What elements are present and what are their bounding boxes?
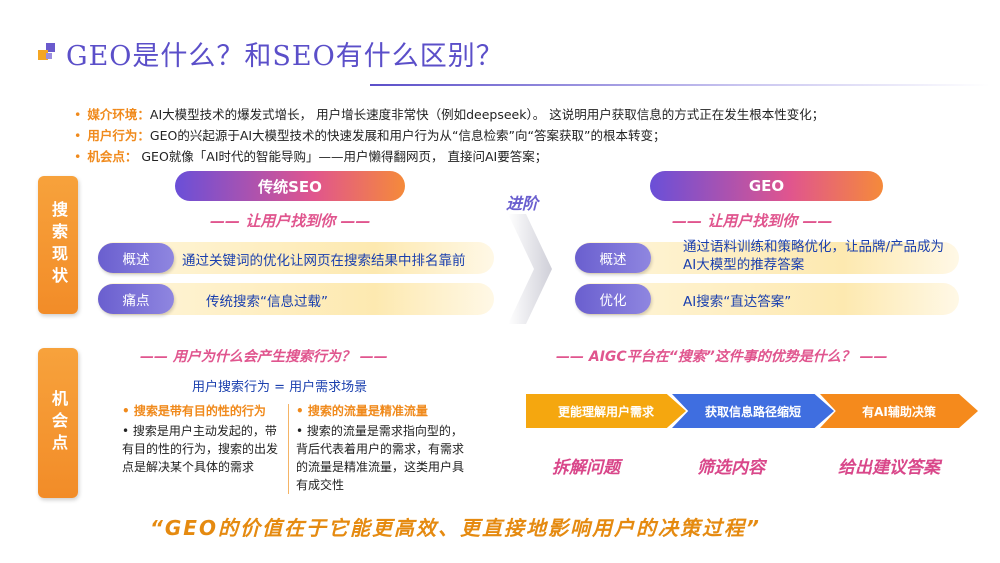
side-label-search-status: 搜索现状 [38,176,78,314]
seo-header: 传统SEO [175,171,405,201]
bullet-key: 机会点： [87,149,138,164]
right-column-title: • 搜索的流量是精准流量 [296,404,428,418]
page-title: GEO是什么？和SEO有什么区别？ [66,41,504,72]
aigc-advantage-question: —— AIGC平台在“搜索”这件事的优势是什么？ —— [556,349,888,365]
intro-bullets: • 媒介环境：AI大模型技术的爆发式增长， 用户增长速度非常快（例如deepsee… [74,104,974,167]
left-column-title: • 搜索是带有目的性的行为 [122,404,266,418]
bullet-opportunity: • 机会点： GEO就像「AI时代的智能导购」——用户懒得翻网页， 直接问AI要答… [74,146,974,167]
geo-tag-optimize: 优化 [575,284,651,314]
bullet-dot-icon: • [74,128,82,143]
search-equation: 用户搜索行为 = 用户需求场景 [192,380,368,395]
geo-header: GEO [650,171,883,201]
right-column-body: • 搜索的流量是需求指向型的，背后代表着用户的需求，有需求的流量是精准流量，这类… [296,424,465,492]
bullet-media: • 媒介环境：AI大模型技术的爆发式增长， 用户增长速度非常快（例如deepsee… [74,104,974,125]
bullet-dot-icon: • [74,107,82,122]
geo-subhead: —— 让用户找到你 —— [672,212,833,230]
flow-step-ai-decision: 有AI辅助决策 [820,394,978,428]
side-label-opportunity: 机会点 [38,348,78,498]
bullet-key: 媒介环境： [87,107,150,122]
geo-tag-overview: 概述 [575,243,651,273]
closing-quote: “GEO的价值在于它能更高效、更直接地影响用户的决策过程” [150,516,761,540]
advance-arrow-icon [508,214,552,324]
flow-step-shorter-path: 获取信息路径缩短 [672,394,834,428]
seo-text-overview: 通过关键词的优化让网页在搜索结果中排名靠前 [182,253,466,269]
geo-text-optimize: AI搜索“直达答案” [683,294,792,310]
bullet-key: 用户行为： [87,128,150,143]
geo-text-overview: 通过语料训练和策略优化，让品牌/产品成为AI大模型的推荐答案 [683,239,945,273]
seo-tag-overview: 概述 [98,243,174,273]
logo-square-orange [38,50,48,60]
bullet-text: GEO的兴起源于AI大模型技术的快速发展和用户行为从“信息检索”向“答案获取”的… [149,128,666,143]
search-behavior-question: —— 用户为什么会产生搜索行为？ —— [140,349,388,365]
flow-step-understand-needs: 更能理解用户需求 [526,394,686,428]
bullet-text: GEO就像「AI时代的智能导购」——用户懒得翻网页， 直接问AI要答案； [137,149,548,164]
bullet-dot-icon: • [74,149,82,164]
column-divider [288,404,289,494]
bullet-text: AI大模型技术的爆发式增长， 用户增长速度非常快（例如deepseek）。 这说… [149,107,825,122]
seo-subhead: —— 让用户找到你 —— [210,212,371,230]
seo-tag-pain: 痛点 [98,284,174,314]
title-underline [370,84,990,86]
step-label-filter: 筛选内容 [697,458,765,478]
step-label-break-down: 拆解问题 [552,458,620,478]
bullet-user-behavior: • 用户行为：GEO的兴起源于AI大模型技术的快速发展和用户行为从“信息检索”向“… [74,125,974,146]
logo-square-purple [46,43,55,52]
logo-square-lilac [46,53,52,59]
advance-label: 进阶 [506,194,539,213]
step-label-answer: 给出建议答案 [838,458,940,478]
left-column-body: • 搜索是用户主动发起的，带有目的性的行为，搜索的出发点是解决某个具体的需求 [122,424,279,474]
seo-text-pain: 传统搜索“信息过载” [206,294,328,310]
